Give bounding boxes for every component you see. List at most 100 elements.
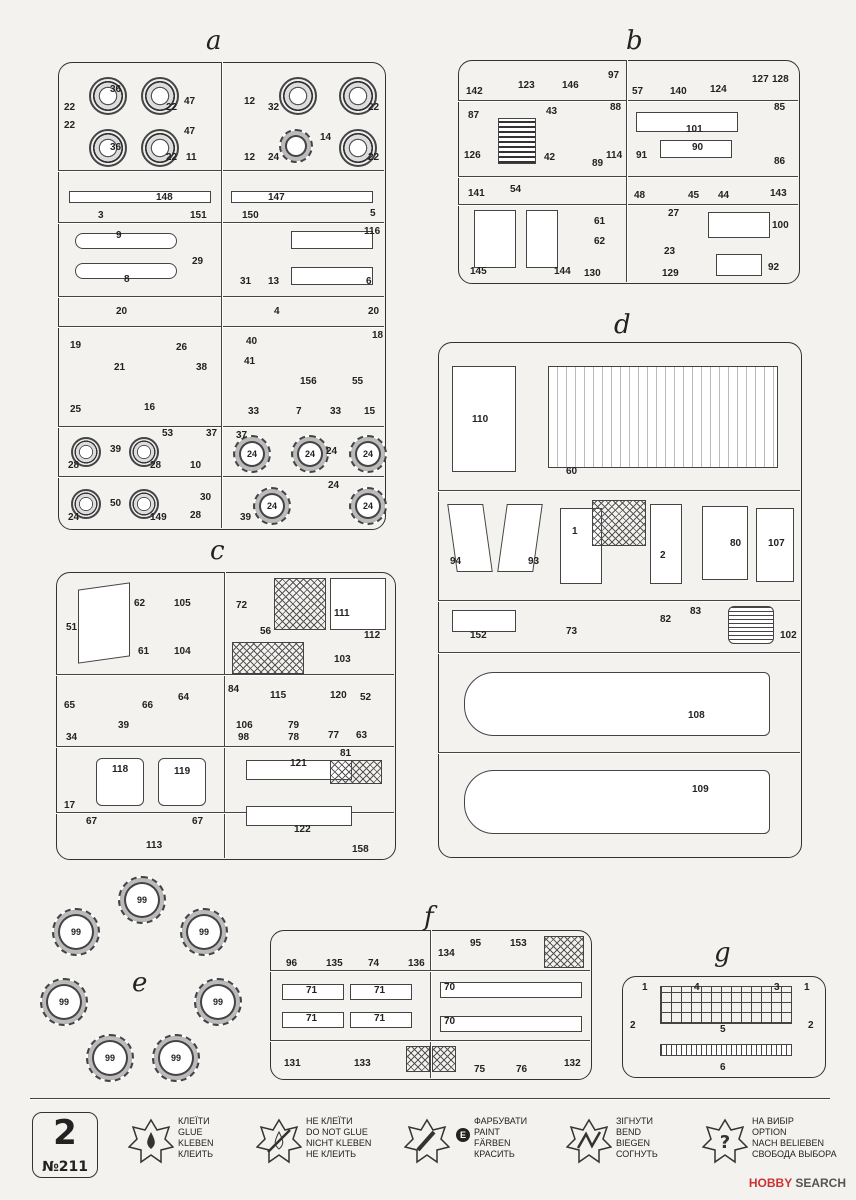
part-number: 16 <box>144 402 156 413</box>
part-number: 48 <box>634 190 646 201</box>
part-number: 28 <box>150 460 162 471</box>
glue-icon <box>128 1118 174 1164</box>
plank-part-71 <box>350 984 412 1000</box>
part-number: 22 <box>64 120 76 131</box>
part-number: 5 <box>720 1024 726 1035</box>
part-number: 96 <box>286 958 298 969</box>
part-number: 94 <box>450 556 462 567</box>
part-number: 57 <box>632 86 644 97</box>
part-number: 93 <box>528 556 540 567</box>
part-number: 84 <box>228 684 240 695</box>
part-number: 39 <box>118 720 130 731</box>
plank-part-71 <box>282 1012 344 1028</box>
part-number: 14 <box>320 132 332 143</box>
part-number: 144 <box>554 266 571 277</box>
part-number: 67 <box>192 816 204 827</box>
part-number: 24 <box>326 446 338 457</box>
part-number: 6 <box>720 1062 726 1073</box>
plank-part-71 <box>350 1012 412 1028</box>
part-number: 118 <box>112 764 129 775</box>
part-number: 20 <box>368 306 380 317</box>
plate-part-2 <box>650 504 682 584</box>
panel-part-92 <box>716 254 762 276</box>
part-number: 5 <box>370 208 376 219</box>
part-number: 132 <box>564 1058 581 1069</box>
part-number: 29 <box>192 256 204 267</box>
leaf-spring <box>75 263 177 279</box>
part-number: 19 <box>70 340 82 351</box>
part-number: 97 <box>608 70 620 81</box>
part-number: 13 <box>268 276 280 287</box>
part-number: 8 <box>124 274 130 285</box>
rim-part <box>339 77 377 115</box>
part-number: 111 <box>334 608 350 619</box>
part-number: 70 <box>444 1016 456 1027</box>
sprue-a-frame: 24 24 24 24 24 <box>58 62 387 530</box>
part-number: 4 <box>274 306 280 317</box>
crate-part-144 <box>526 210 558 268</box>
sprue-letter-e: e <box>132 968 148 998</box>
part-number: 142 <box>466 86 483 97</box>
ladder-part-6 <box>660 1044 792 1056</box>
mesh-part <box>406 1046 430 1072</box>
watermark: HOBBY SEARCH <box>748 1176 846 1190</box>
part-number: 85 <box>774 102 786 113</box>
part-number: 60 <box>566 466 578 477</box>
part-number: 156 <box>300 376 317 387</box>
part-number: 61 <box>138 646 150 657</box>
part-number: 64 <box>178 692 190 703</box>
panel-part-110 <box>452 366 516 472</box>
paint-icon <box>404 1118 450 1164</box>
part-number: 109 <box>692 784 709 795</box>
part-number: 2 <box>660 550 666 561</box>
part-number: 28 <box>68 460 80 471</box>
part-number: 63 <box>356 730 368 741</box>
part-number: 123 <box>518 80 535 91</box>
tyre-part-99: 99 <box>52 908 100 956</box>
part-number: 2 <box>630 1020 636 1031</box>
ring-part-24 <box>279 129 313 163</box>
part-number: 143 <box>770 188 787 199</box>
part-number: 30 <box>200 492 212 503</box>
option-icon: ? <box>702 1118 748 1164</box>
hull-side-108 <box>464 672 770 736</box>
sprue-letter-d: d <box>614 310 631 340</box>
part-number: 126 <box>464 150 481 161</box>
part-number: 9 <box>116 230 122 241</box>
tyre-24: 24 <box>349 435 387 473</box>
part-number: 39 <box>240 512 252 523</box>
bend-icon <box>566 1118 612 1164</box>
no-glue-icon <box>256 1118 302 1164</box>
part-number: 62 <box>134 598 146 609</box>
plank-part-71 <box>282 984 344 1000</box>
sprue-g-frame <box>622 976 826 1078</box>
part-number: 104 <box>174 646 191 657</box>
part-number: 147 <box>268 192 285 203</box>
bracket-part-119 <box>158 758 206 806</box>
sprue-runner <box>458 176 798 178</box>
sprue-runner <box>438 600 800 602</box>
part-number: 73 <box>566 626 578 637</box>
part-number: 24 <box>268 152 280 163</box>
tyre-part-99: 99 <box>118 876 166 924</box>
part-number: 22 <box>64 102 76 113</box>
page-number: 2 <box>53 1113 77 1153</box>
wedge-part-152 <box>452 610 516 632</box>
part-number: 100 <box>772 220 789 231</box>
part-number: 88 <box>610 102 622 113</box>
mesh-part-81 <box>330 760 382 784</box>
part-number: 33 <box>248 406 260 417</box>
sprue-runner <box>438 490 800 492</box>
part-number: 12 <box>244 96 256 107</box>
part-number: 33 <box>330 406 342 417</box>
part-number: 140 <box>670 86 687 97</box>
sprue-runner <box>458 100 798 102</box>
part-number: 124 <box>710 84 727 95</box>
mesh-part-103 <box>232 642 304 674</box>
part-number: 1 <box>804 982 810 993</box>
part-number: 4 <box>694 982 700 993</box>
part-number: 47 <box>184 126 196 137</box>
